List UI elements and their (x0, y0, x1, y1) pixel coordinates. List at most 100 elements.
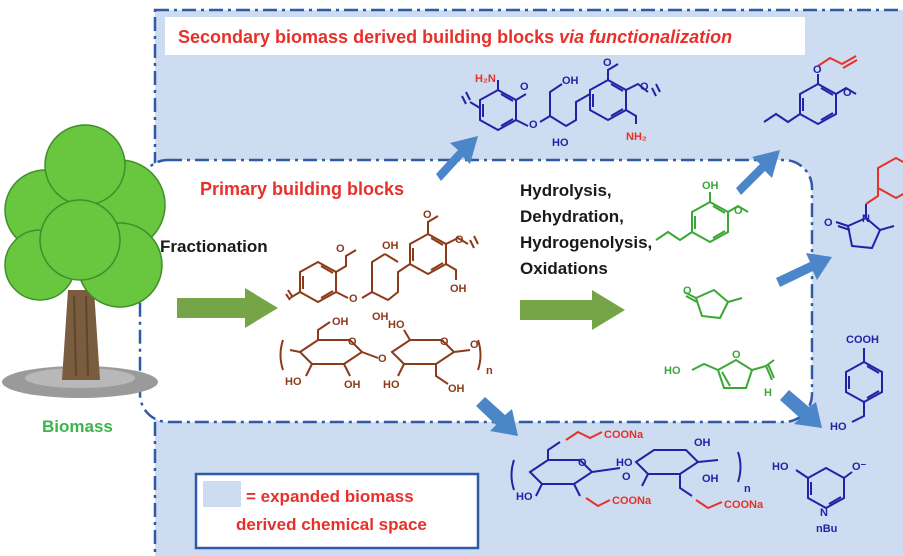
cellulose-o-2: O (378, 353, 387, 365)
lignin-o-4: O (455, 234, 464, 246)
lignin-oh-2: OH (372, 311, 389, 323)
lignin-o-1: O (336, 243, 345, 255)
cellulose-ho-1: HO (285, 376, 302, 388)
legend-box (194, 472, 480, 550)
hydroxymethyl-benzoic-acid-product (845, 348, 883, 423)
cmc-coona-3: COONa (724, 499, 764, 511)
hmf-product (691, 358, 775, 389)
allyl-ether-product (763, 74, 857, 126)
aminated-o-2: O (529, 119, 538, 131)
cellulose-oh-3: OH (448, 383, 465, 395)
lignin-oh-3: OH (450, 283, 467, 295)
cellulose-oh-1: OH (332, 316, 349, 328)
blue-arrow-top-right (736, 150, 780, 195)
process-hydrogenolysis: Hydrogenolysis, (520, 233, 652, 252)
guaiacol-oh: OH (702, 180, 719, 192)
cmc-coona-1: COONa (604, 429, 644, 441)
cellulose-ho-3: HO (383, 379, 400, 391)
aminated-o-1: O (520, 81, 529, 93)
secondary-title: Secondary biomass derived building block… (178, 27, 732, 47)
allyl-group (817, 55, 858, 69)
hmf-ho: HO (664, 365, 681, 377)
cellulose-oh-2: OH (344, 379, 361, 391)
hmf-atoms: HO O H (664, 349, 772, 399)
cmc-n: n (744, 483, 751, 495)
lignin-oh-1: OH (382, 240, 399, 252)
carboxymethyl-atoms: COONa COONa COONa HO HO OH OH O O n (516, 429, 764, 511)
process-labels: Hydrolysis, Dehydration, Hydrogenolysis,… (520, 181, 652, 278)
allyl-ether-atoms: O O (813, 64, 852, 99)
cmc-oh-2: OH (702, 473, 719, 485)
cmc-o-2: O (622, 471, 631, 483)
lignin-o-2: O (349, 293, 358, 305)
process-oxidations: Oxidations (520, 259, 608, 278)
amine-left: H₂N (475, 73, 496, 85)
secondary-title-box (165, 17, 805, 55)
fractionation-arrow (177, 288, 278, 328)
cmc-coona-2: COONa (612, 495, 652, 507)
cellulose-o-4: O (470, 339, 479, 351)
hmba-cooh: COOH (846, 334, 879, 346)
aminated-oh-1: OH (562, 75, 579, 87)
biomass-label: Biomass (42, 417, 113, 436)
pyrrolidinone-o: O (824, 217, 833, 229)
pyridinium-ho: HO (772, 461, 789, 473)
cellulose-structure (279, 321, 482, 385)
amine-right: NH₂ (626, 131, 647, 143)
hmba-atoms: COOH HO (830, 334, 879, 433)
pyridinium-o: O⁻ (852, 461, 867, 473)
aminated-o-3: O (603, 57, 612, 69)
cmc-o-1: O (578, 457, 587, 469)
guaiacol-o: O (734, 205, 743, 217)
guaiacol-product (655, 192, 749, 244)
tree-icon (2, 124, 166, 398)
carboxymethyl-cellulose-structure (510, 441, 742, 497)
pyrrolidinone-n: N (862, 213, 870, 225)
allyl-o-1: O (813, 64, 822, 76)
gamma-valerolactone-product (683, 288, 743, 320)
carboxymethyl-groups (565, 430, 723, 510)
aminated-lignin-atoms: H₂N O O OH HO O O NH₂ (475, 57, 649, 149)
fractionation-label: Fractionation (160, 237, 268, 256)
lignin-structure (285, 215, 479, 304)
pyrrolidinone-product (835, 204, 895, 250)
blue-arrow-top-center (436, 136, 478, 181)
pyridinium-product (795, 466, 853, 510)
primary-building-blocks-region (138, 158, 814, 424)
aminated-ho-1: HO (552, 137, 569, 149)
pyridinium-nbu: nBu (816, 523, 837, 535)
cellulose-n: n (486, 365, 493, 377)
legend-line-1: = expanded biomass (246, 487, 414, 506)
pyrrolidinone-atoms: O N (824, 213, 870, 229)
blue-arrow-bottom-right (780, 390, 822, 428)
allyl-o-2: O (843, 87, 852, 99)
lignin-atoms: O O OH OH O O OH (336, 209, 467, 323)
hmf-h: H (764, 387, 772, 399)
legend-line-2: derived chemical space (236, 515, 427, 534)
blue-arrow-mid-right (776, 253, 832, 287)
gvl-o: O (683, 285, 692, 297)
hmba-ho: HO (830, 421, 847, 433)
lignin-o-3: O (423, 209, 432, 221)
pyridinium-n: N (820, 507, 828, 519)
phenethyl-group (865, 156, 903, 205)
aminated-lignin-structure (461, 63, 661, 132)
cmc-ho-1: HO (516, 491, 533, 503)
cmc-ho-2: HO (616, 457, 633, 469)
guaiacol-atoms: OH O (702, 180, 743, 217)
hmf-o-ring: O (732, 349, 741, 361)
cellulose-o-3: O (440, 336, 449, 348)
pyridinium-atoms: HO O⁻ N nBu (772, 461, 867, 535)
process-arrow (520, 290, 625, 330)
functionalization-arrows (436, 136, 832, 436)
process-dehydration: Dehydration, (520, 207, 624, 226)
aminated-o-4: O (640, 81, 649, 93)
cellulose-o-1: O (348, 336, 357, 348)
primary-title: Primary building blocks (200, 179, 404, 199)
blue-arrow-bottom-center (476, 397, 518, 436)
cellulose-atoms: OH O HO OH O HO O HO OH O n (285, 316, 493, 395)
cellulose-ho-2: HO (388, 319, 405, 331)
process-hydrolysis: Hydrolysis, (520, 181, 612, 200)
legend-swatch (203, 481, 241, 507)
